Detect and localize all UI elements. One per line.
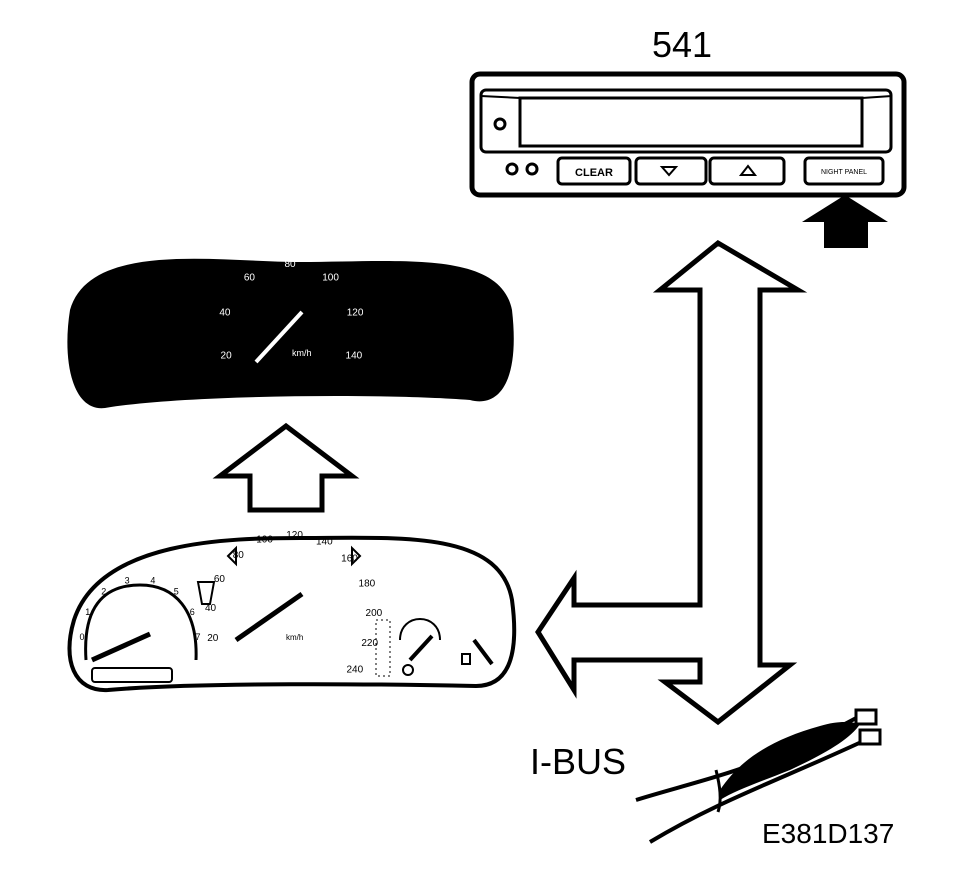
fuel-pump-icon — [461, 653, 471, 665]
triangle-down-icon — [659, 166, 679, 177]
gauge-tick-label: 120 — [347, 308, 364, 319]
gauge-tick-label: 140 — [346, 350, 363, 361]
gauge-tick-label: 180 — [359, 579, 376, 590]
gauge-tick-label: 160 — [341, 554, 358, 565]
gauge-tick-label: 80 — [284, 259, 296, 270]
temp-needle — [408, 634, 434, 662]
turn-left-icon — [226, 545, 237, 567]
indicator-led-icon — [505, 162, 519, 176]
rpm-ticks: 0 1 2 3 4 5 6 7 — [79, 576, 200, 643]
warning-lamps — [375, 619, 391, 677]
speedometer-needle — [234, 591, 304, 643]
gauge-tick-label: 3 — [125, 576, 130, 586]
temperature-icon — [402, 664, 414, 676]
gauge-tick-label: 5 — [174, 587, 179, 597]
gauge-tick-label: 200 — [366, 608, 383, 619]
night-panel-cluster: 20 40 60 80 100 120 140 km/h — [67, 258, 514, 409]
transition-arrow-icon — [212, 422, 360, 513]
odometer-display — [91, 667, 173, 683]
gauge-tick-label: 100 — [256, 535, 273, 546]
down-button[interactable] — [634, 156, 708, 186]
gauge-tick-label: 40 — [219, 308, 231, 319]
tachometer-needle — [90, 631, 152, 663]
night-unit-label: km/h — [292, 348, 312, 358]
sid-display-unit: CLEAR NIGHT PANEL — [469, 71, 907, 198]
night-gauge-ticks: 20 40 60 80 100 120 140 — [219, 259, 364, 361]
ibus-connection-arrows — [535, 239, 808, 726]
press-arrow-icon — [802, 195, 888, 248]
clear-button[interactable]: CLEAR — [556, 156, 632, 186]
gauge-tick-label: 1 — [85, 607, 90, 617]
night-panel-button[interactable]: NIGHT PANEL — [803, 156, 885, 186]
seatbelt-icon — [196, 581, 216, 605]
gauge-tick-label: 2 — [101, 587, 106, 597]
sensor-icon — [493, 117, 507, 131]
gauge-tick-label: 120 — [286, 530, 303, 541]
gauge-tick-label: 240 — [346, 665, 363, 676]
indicator-led-icon — [525, 162, 539, 176]
ibus-cable-icon — [635, 708, 882, 844]
figure-code-label: E381D137 — [762, 818, 895, 849]
speed-ticks: 20 40 60 80 100 120 140 160 180 200 220 240 — [205, 530, 383, 676]
gauge-tick-label: 80 — [233, 550, 245, 561]
gauge-tick-label: 7 — [195, 632, 200, 642]
gauge-tick-label: 40 — [205, 603, 217, 614]
fuel-needle — [472, 638, 494, 666]
gauge-tick-label: 140 — [316, 537, 333, 548]
up-button[interactable] — [708, 156, 786, 186]
module-number-label: 541 — [652, 24, 713, 65]
instrument-cluster: 0 1 2 3 4 5 6 7 20 40 60 80 100 120 140 160 180 200 220 24… — [67, 530, 517, 693]
gauge-tick-label: 6 — [190, 607, 195, 617]
ibus-label: I-BUS — [530, 741, 627, 782]
gauge-tick-label: 20 — [221, 350, 233, 361]
gauge-tick-label: 20 — [207, 633, 219, 644]
gauge-tick-label: 60 — [244, 273, 256, 284]
night-speed-needle — [254, 310, 304, 364]
clear-button-label: CLEAR — [575, 167, 613, 179]
gauge-tick-label: 220 — [361, 638, 378, 649]
night-panel-button-label: NIGHT PANEL — [821, 169, 867, 176]
gauge-tick-label: 60 — [214, 574, 226, 585]
gauge-tick-label: 0 — [79, 632, 84, 642]
triangle-up-icon — [738, 164, 758, 176]
gauge-tick-label: 4 — [150, 576, 155, 586]
turn-right-icon — [351, 545, 362, 567]
speed-unit-label: km/h — [286, 633, 303, 642]
gauge-tick-label: 100 — [322, 273, 339, 284]
